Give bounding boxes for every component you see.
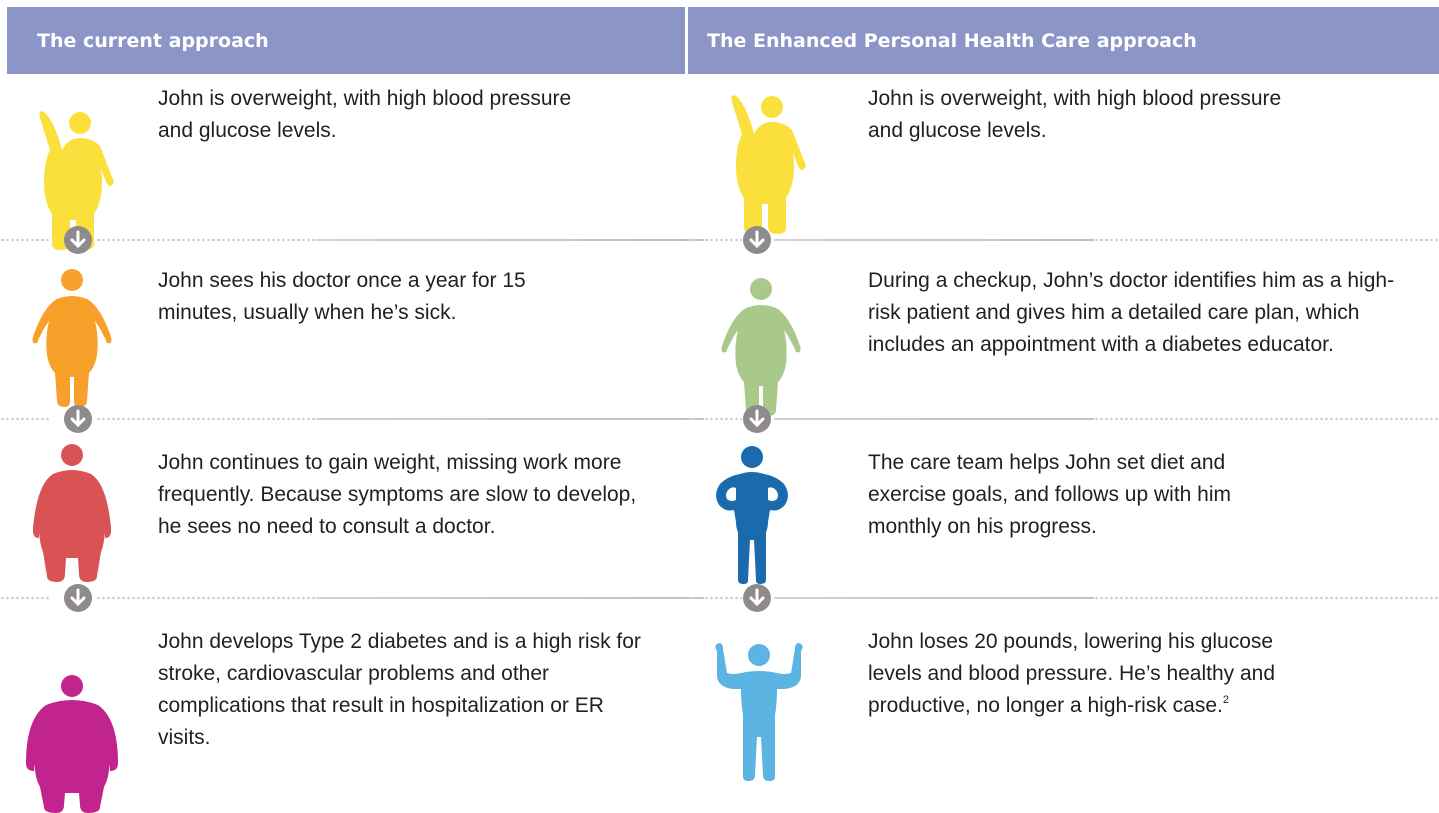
current-step-4-text: John develops Type 2 diabetes and is a h… [158,630,641,749]
current-step-1-text: John is overweight, with high blood pres… [158,87,572,142]
enhanced-step-3: The care team helps John set diet and ex… [690,434,1439,600]
current-divider-3 [0,583,690,613]
obese-person-sick-icon [24,673,120,813]
enhanced-step-1-text: John is overweight, with high blood pres… [868,87,1282,142]
down-arrow-icon [63,404,93,434]
header-enhanced-approach: The Enhanced Personal Health Care approa… [688,7,1439,74]
overweight-person-waving-icon [720,94,810,234]
enhanced-approach-column: John is overweight, with high blood pres… [690,74,1439,807]
current-step-4: John develops Type 2 diabetes and is a h… [0,613,690,813]
enhanced-step-4-text: John loses 20 pounds, lowering his gluco… [868,626,1328,722]
current-step-2: John sees his doctor once a year for 15 … [0,255,690,421]
enhanced-step-4-body: John loses 20 pounds, lowering his gluco… [868,630,1276,717]
enhanced-divider-3 [690,583,1439,613]
obese-person-icon [27,442,117,582]
down-arrow-icon [742,225,772,255]
down-arrow-icon [742,583,772,613]
enhanced-step-1: John is overweight, with high blood pres… [690,74,1439,240]
down-arrow-icon [63,583,93,613]
footnote-marker: 2 [1222,694,1229,706]
person-flexing-icon [711,641,807,781]
current-approach-column: John is overweight, with high blood pres… [0,74,690,813]
current-divider-2 [0,404,690,434]
down-arrow-icon [63,225,93,255]
down-arrow-icon [742,404,772,434]
header-current-label: The current approach [37,29,269,52]
enhanced-step-2: During a checkup, John’s doctor identifi… [690,255,1439,421]
enhanced-step-3-text: The care team helps John set diet and ex… [868,451,1232,538]
current-step-3: John continues to gain weight, missing w… [0,434,690,600]
header-enhanced-label: The Enhanced Personal Health Care approa… [707,29,1197,52]
person-hands-on-hips-icon [712,444,792,584]
enhanced-step-4: John loses 20 pounds, lowering his gluco… [690,613,1439,807]
overweight-person-icon [716,276,806,416]
overweight-person-icon [27,267,117,407]
overweight-person-waving-icon [28,110,118,250]
enhanced-step-2-text: During a checkup, John’s doctor identifi… [868,269,1395,356]
current-step-3-text: John continues to gain weight, missing w… [158,451,637,538]
current-divider-1 [0,225,690,255]
current-step-1: John is overweight, with high blood pres… [0,74,690,250]
current-step-2-text: John sees his doctor once a year for 15 … [158,269,526,324]
header-current-approach: The current approach [7,7,685,74]
enhanced-divider-1 [690,225,1439,255]
enhanced-divider-2 [690,404,1439,434]
